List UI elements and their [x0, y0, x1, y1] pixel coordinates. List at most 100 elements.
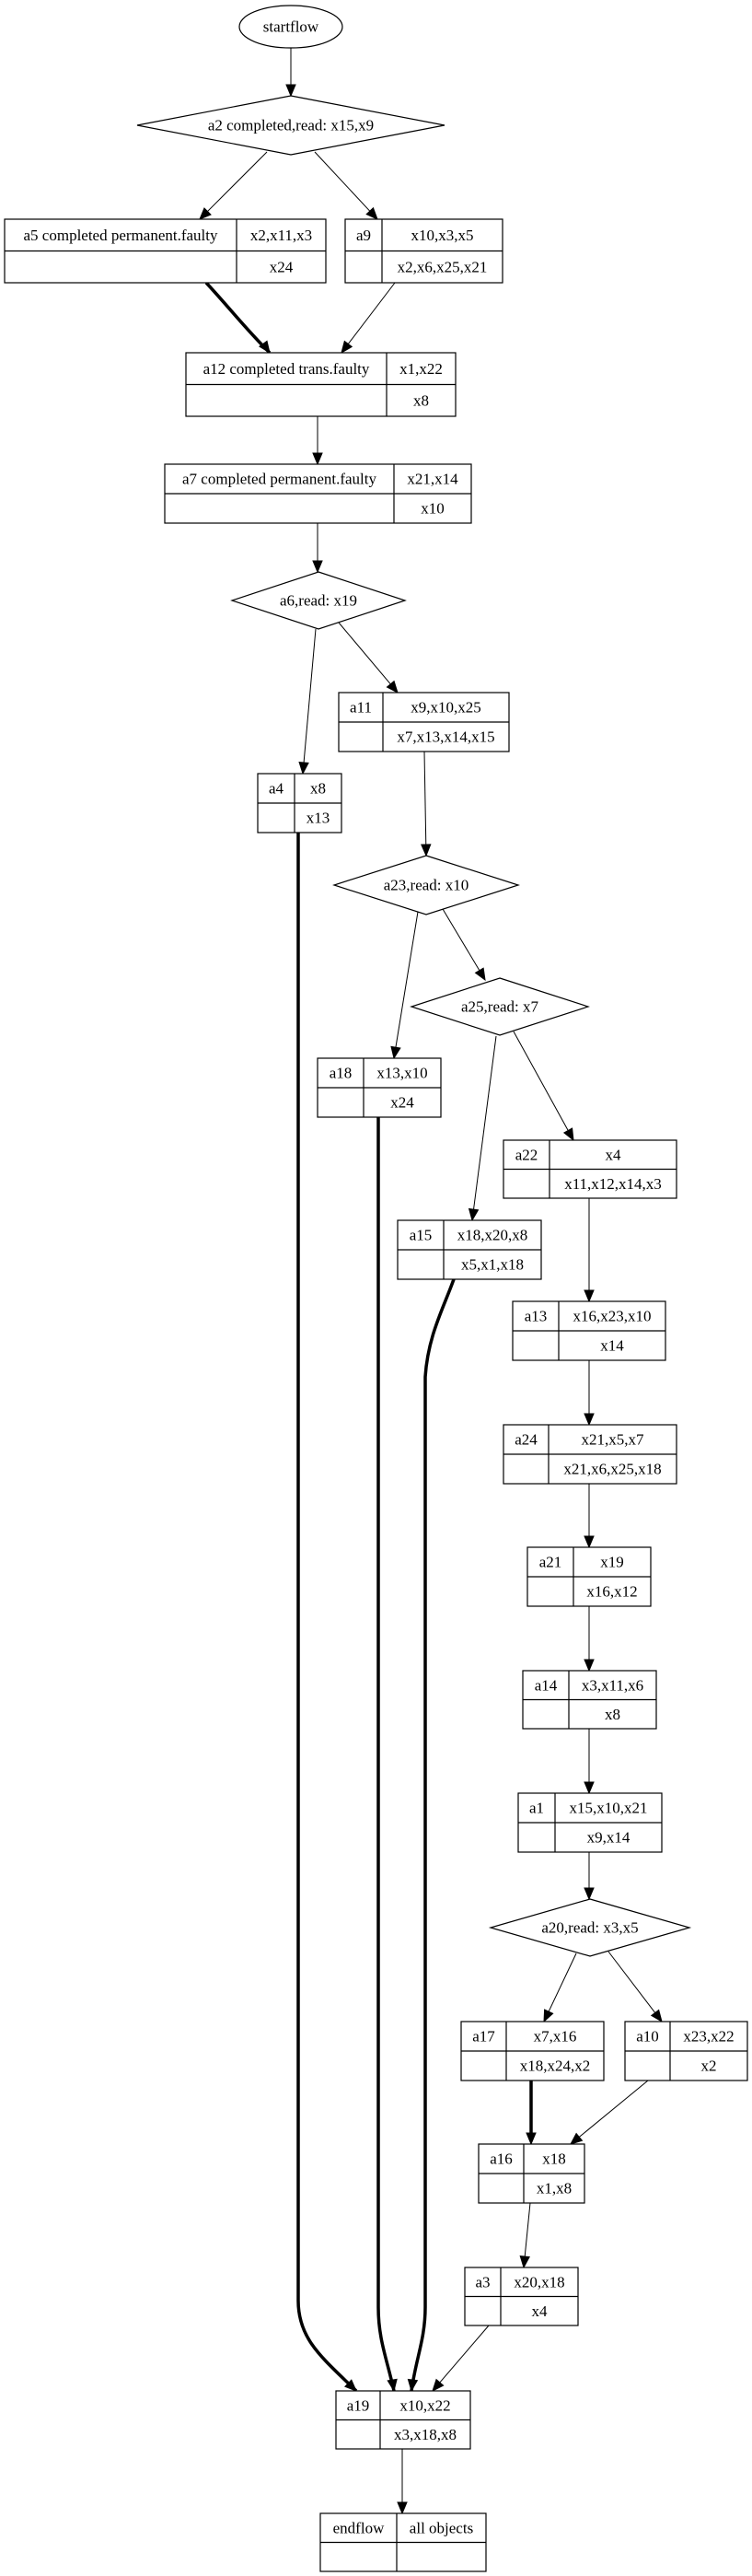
arrowhead-icon: [584, 1413, 595, 1427]
arrowhead-icon: [650, 2009, 663, 2023]
record-bottom-values: x4: [532, 2302, 549, 2320]
record-top-values: x23,x22: [683, 2028, 734, 2046]
edge-line: [472, 1035, 497, 1212]
record-bottom-values: x5,x1,x18: [461, 1256, 524, 1274]
arrowhead-icon: [386, 680, 399, 694]
decision-label: a2 completed,read: x15,x9: [208, 117, 374, 134]
arrowhead-icon: [259, 340, 271, 355]
edges-layer: [199, 48, 663, 2515]
edge-a1-to-a20: [584, 1852, 595, 1901]
record-name: a3: [475, 2273, 490, 2290]
record-bottom-values: x1,x8: [537, 2180, 572, 2197]
arrowhead-icon: [387, 2378, 398, 2393]
edge-line: [204, 281, 272, 355]
record-top-values: all objects: [410, 2519, 473, 2536]
arrowhead-icon: [519, 2255, 530, 2269]
record-bottom-values: x8: [605, 1706, 620, 1723]
record-top-values: x8: [310, 780, 326, 798]
record-top-values: x10,x3,x5: [411, 227, 474, 244]
record-bottom-values: x3,x18,x8: [394, 2426, 457, 2443]
edge-a20-to-a10: [607, 1951, 663, 2023]
arrowhead-icon: [474, 967, 486, 982]
edge-line: [346, 282, 396, 346]
edge-line: [314, 151, 372, 214]
nodes-layer: startflow a2 completed,read: x15,x9 a5 com…: [4, 5, 748, 2572]
arrowhead-icon: [584, 1887, 595, 1901]
edge-a25-to-a15: [468, 1035, 497, 1222]
node-startflow[interactable]: startflow: [238, 5, 343, 49]
record-name: a10: [636, 2028, 659, 2046]
record-top-values: x2,x11,x3: [250, 227, 312, 244]
edge-a2-to-a9: [314, 151, 378, 220]
node-a4[interactable]: a4 x8 x13: [257, 773, 342, 833]
record-name: a12 completed trans.faulty: [203, 360, 370, 378]
arrowhead-icon: [390, 1045, 401, 1060]
record-name: a15: [410, 1227, 433, 1244]
arrowhead-icon: [298, 762, 309, 775]
arrowhead-icon: [312, 560, 323, 574]
edge-a19-to-endflow: [397, 2449, 408, 2515]
edge-a4-to-a19: [296, 833, 358, 2393]
edge-startflow-to-a2: [285, 48, 296, 98]
edge-a12-to-a7: [312, 416, 323, 466]
record-bottom-values: x7,x13,x14,x15: [397, 729, 494, 746]
edge-line: [442, 908, 481, 973]
node-a12[interactable]: a12 completed trans.faulty x1,x22 x8: [185, 352, 457, 417]
node-a6[interactable]: a6,read: x19: [230, 571, 407, 630]
arrowhead-icon: [584, 1781, 595, 1795]
edge-line: [296, 833, 358, 2393]
arrowhead-icon: [432, 2378, 445, 2392]
edge-line: [577, 2080, 649, 2139]
edge-a5-to-a12: [204, 281, 272, 355]
record-top-values: x3,x11,x6: [582, 1676, 643, 1694]
node-a2[interactable]: a2 completed,read: x15,x9: [136, 95, 445, 156]
node-a23[interactable]: a23,read: x10: [332, 855, 520, 915]
arrowhead-icon: [569, 2132, 584, 2145]
node-a20[interactable]: a20,read: x3,x5: [488, 1898, 692, 1957]
decision-label: a6,read: x19: [280, 592, 357, 610]
record-name: a11: [350, 699, 372, 717]
arrowhead-icon: [584, 1289, 595, 1303]
edge-line: [423, 751, 427, 847]
record-name: a17: [472, 2028, 495, 2046]
record-bottom-values: x8: [413, 391, 429, 409]
edge-a16-to-a3: [519, 2202, 531, 2269]
edge-a17-to-a16: [526, 2081, 537, 2146]
record-name: a21: [539, 1554, 562, 1571]
record-bottom-values: x13: [307, 810, 330, 827]
node-a25[interactable]: a25,read: x7: [410, 977, 590, 1036]
record-name: a16: [490, 2151, 513, 2168]
record-top-values: x1,x22: [399, 360, 443, 378]
arrowhead-icon: [407, 2378, 419, 2393]
edge-line: [303, 628, 317, 765]
edge-a15-to-a19: [407, 1278, 456, 2393]
record-bottom-values: x16,x12: [586, 1583, 637, 1601]
arrowhead-icon: [312, 452, 323, 466]
record-name: a24: [515, 1431, 538, 1449]
record-name: a4: [269, 780, 284, 798]
edge-line: [547, 1952, 577, 2014]
record-name: a1: [529, 1800, 544, 1817]
arrowhead-icon: [584, 1659, 595, 1673]
arrowhead-icon: [397, 2501, 408, 2515]
diamond-shape: [230, 571, 407, 630]
